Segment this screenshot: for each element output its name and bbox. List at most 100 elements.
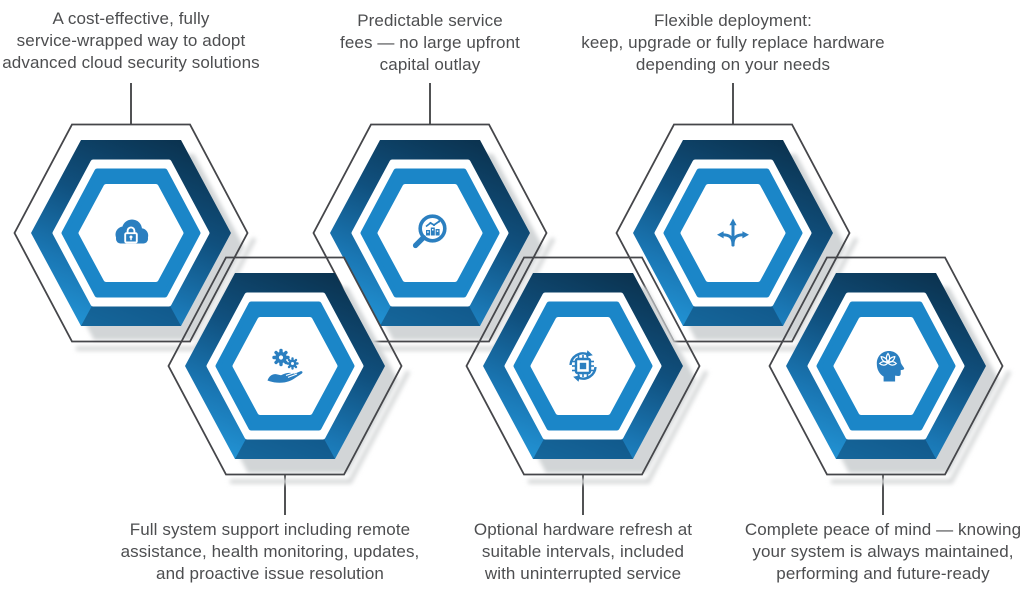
- hex-white-rim: [351, 159, 509, 307]
- hex-white-rim: [504, 292, 662, 440]
- hexagon-badge: [465, 256, 708, 484]
- benefit-label-line: A cost-effective, fully: [52, 9, 210, 28]
- hex-bottom-facet: [81, 304, 181, 326]
- head-lotus-icon: [876, 350, 905, 383]
- hex-drop-shadow: [799, 287, 999, 473]
- magnifier-chart-icon: [416, 216, 445, 245]
- hex-outline: [167, 256, 403, 476]
- benefit-label-line: keep, upgrade or fully replace hardware: [581, 33, 885, 52]
- benefit-label-line: Optional hardware refresh at: [473, 520, 693, 539]
- hex-white-center: [530, 317, 636, 415]
- gears-hand-icon: [265, 348, 305, 385]
- hex-gradient-face: [31, 140, 231, 326]
- hexagon-badge: [615, 123, 858, 351]
- benefit-label-line: advanced cloud security solutions: [2, 53, 260, 72]
- hexagon-graphic: [13, 123, 256, 351]
- hex-outline: [13, 123, 249, 343]
- connector-line: [582, 475, 584, 515]
- hex-white-rim: [206, 292, 364, 440]
- hexagon-graphic: [465, 256, 708, 484]
- hex-white-center: [680, 184, 786, 282]
- hex-gradient-face: [633, 140, 833, 326]
- connector-line: [429, 83, 431, 124]
- hex-bottom-facet: [235, 437, 335, 459]
- hexagon-badge: [768, 256, 1011, 484]
- benefit-label-line: your system is always maintained,: [752, 542, 1014, 561]
- hex-outline-shadow: [374, 237, 555, 351]
- connector-line: [732, 83, 734, 124]
- benefit-label-line: depending on your needs: [635, 55, 831, 74]
- hex-white-center: [78, 184, 184, 282]
- benefit-label-line: performing and future-ready: [776, 564, 990, 583]
- hexagon-graphic: [615, 123, 858, 351]
- chip-refresh-icon: [569, 349, 597, 383]
- benefit-label: Optional hardware refresh at suitable in…: [403, 519, 763, 585]
- benefit-label-line: capital outlay: [379, 55, 481, 74]
- benefit-label-line: with uninterrupted service: [484, 564, 682, 583]
- hex-bottom-facet: [533, 437, 633, 459]
- hex-outline-shadow: [75, 237, 256, 351]
- connector-line: [130, 83, 132, 124]
- hex-blue-ring: [360, 168, 500, 298]
- hex-outline-shadow: [677, 237, 858, 351]
- hex-outline-shadow: [830, 370, 1011, 484]
- benefit-label: A cost-effective, fully service-wrapped …: [0, 8, 311, 74]
- hex-drop-shadow: [646, 154, 846, 340]
- hex-outline: [615, 123, 851, 343]
- connector-line: [284, 475, 286, 515]
- hexagon-graphic: [312, 123, 555, 351]
- hex-drop-shadow: [343, 154, 543, 340]
- hex-blue-ring: [816, 301, 956, 431]
- benefit-label-line: Predictable service: [357, 11, 503, 30]
- hex-outline-shadow: [527, 370, 708, 484]
- hexagon-graphic: [768, 256, 1011, 484]
- benefit-label-line: and proactive issue resolution: [156, 564, 384, 583]
- hex-gradient-face: [483, 273, 683, 459]
- flex-arrows-icon: [715, 217, 751, 247]
- cloud-lock-icon: [114, 218, 150, 245]
- hex-blue-ring: [513, 301, 653, 431]
- benefit-label: Full system support including remote ass…: [90, 519, 450, 585]
- hex-gradient-face: [185, 273, 385, 459]
- hex-white-rim: [654, 159, 812, 307]
- benefit-label-line: Complete peace of mind — knowing: [744, 520, 1022, 539]
- hexagon-graphic: [167, 256, 410, 484]
- hex-blue-ring: [215, 301, 355, 431]
- connector-line: [882, 475, 884, 515]
- hexagon-badge: [167, 256, 410, 484]
- hex-drop-shadow: [44, 154, 244, 340]
- hex-drop-shadow: [496, 287, 696, 473]
- benefit-label-line: suitable intervals, included: [481, 542, 685, 561]
- hex-outline: [768, 256, 1004, 476]
- hex-white-center: [377, 184, 483, 282]
- benefit-label-line: assistance, health monitoring, updates,: [120, 542, 420, 561]
- hex-blue-ring: [663, 168, 803, 298]
- hex-gradient-face: [330, 140, 530, 326]
- hex-white-center: [232, 317, 338, 415]
- benefit-label: Flexible deployment: keep, upgrade or fu…: [553, 10, 913, 76]
- hex-blue-ring: [61, 168, 201, 298]
- hex-outline: [465, 256, 701, 476]
- hex-outline-shadow: [229, 370, 410, 484]
- hex-white-rim: [52, 159, 210, 307]
- hex-bottom-facet: [683, 304, 783, 326]
- hex-white-rim: [807, 292, 965, 440]
- benefit-label-line: fees — no large upfront: [340, 33, 520, 52]
- hex-drop-shadow: [198, 287, 398, 473]
- hex-bottom-facet: [836, 437, 936, 459]
- hexagon-badge: [312, 123, 555, 351]
- benefit-label-line: Flexible deployment:: [654, 11, 812, 30]
- benefit-label: Complete peace of mind — knowing your sy…: [703, 519, 1024, 585]
- benefit-label-line: service-wrapped way to adopt: [16, 31, 246, 50]
- hex-white-center: [833, 317, 939, 415]
- hex-gradient-face: [786, 273, 986, 459]
- benefit-label: Predictable service fees — no large upfr…: [250, 10, 610, 76]
- hexagon-badge: [13, 123, 256, 351]
